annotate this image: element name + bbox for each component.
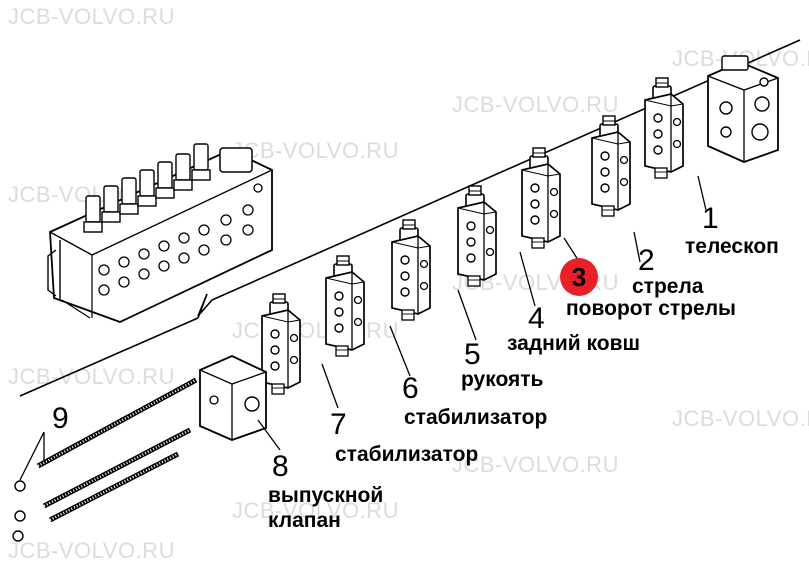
callout-label-1: телескоп (685, 235, 779, 258)
valve-section-6 (391, 219, 431, 321)
leader-lines (19, 175, 707, 481)
callout-number-4: 4 (528, 302, 545, 335)
watermark: JCB-VOLVO.RU (452, 92, 619, 117)
callout-number-7: 7 (330, 408, 347, 441)
watermark: JCB-VOLVO.RU (672, 406, 809, 431)
watermark: JCB-VOLVO.RU (232, 138, 399, 163)
callout-number-9: 9 (52, 402, 69, 435)
watermark: JCB-VOLVO.RU (8, 364, 175, 389)
callout-number-3-highlighted: 3 (560, 258, 598, 296)
callout-label-8: выпускной клапан (268, 484, 384, 532)
watermark: JCB-VOLVO.RU (452, 452, 619, 477)
callout-number-8: 8 (272, 450, 289, 483)
callout-label-4: задний ковш (507, 332, 640, 355)
callout-number-2: 2 (638, 244, 655, 277)
watermark: JCB-VOLVO.RU (8, 4, 175, 29)
callout-number-1: 1 (702, 202, 719, 235)
valve-section-7b (261, 293, 301, 395)
watermark: JCB-VOLVO.RU (232, 318, 399, 343)
outlet-cover-section-8 (199, 355, 267, 441)
callout-number-6: 6 (402, 372, 419, 405)
callout-label-7: стабилизатор (335, 443, 479, 466)
valve-section-7 (325, 255, 365, 357)
watermark: JCB-VOLVO.RU (232, 498, 399, 523)
callout-number-3: 3 (571, 261, 587, 292)
callout-label-2: стрела (632, 275, 704, 298)
tie-rods-9 (12, 377, 198, 542)
callout-label-3: поворот стрелы (566, 297, 736, 320)
end-cover-section-1 (707, 55, 779, 163)
valve-section-2 (644, 77, 684, 179)
assembled-valve-block (47, 143, 273, 323)
callout-label-5: рукоять (461, 368, 544, 391)
valve-section-3 (591, 115, 631, 217)
callout-label-6: стабилизатор (404, 406, 548, 429)
valve-section-5 (457, 185, 497, 287)
callout-number-5: 5 (464, 338, 481, 371)
valve-section-4 (521, 147, 561, 249)
